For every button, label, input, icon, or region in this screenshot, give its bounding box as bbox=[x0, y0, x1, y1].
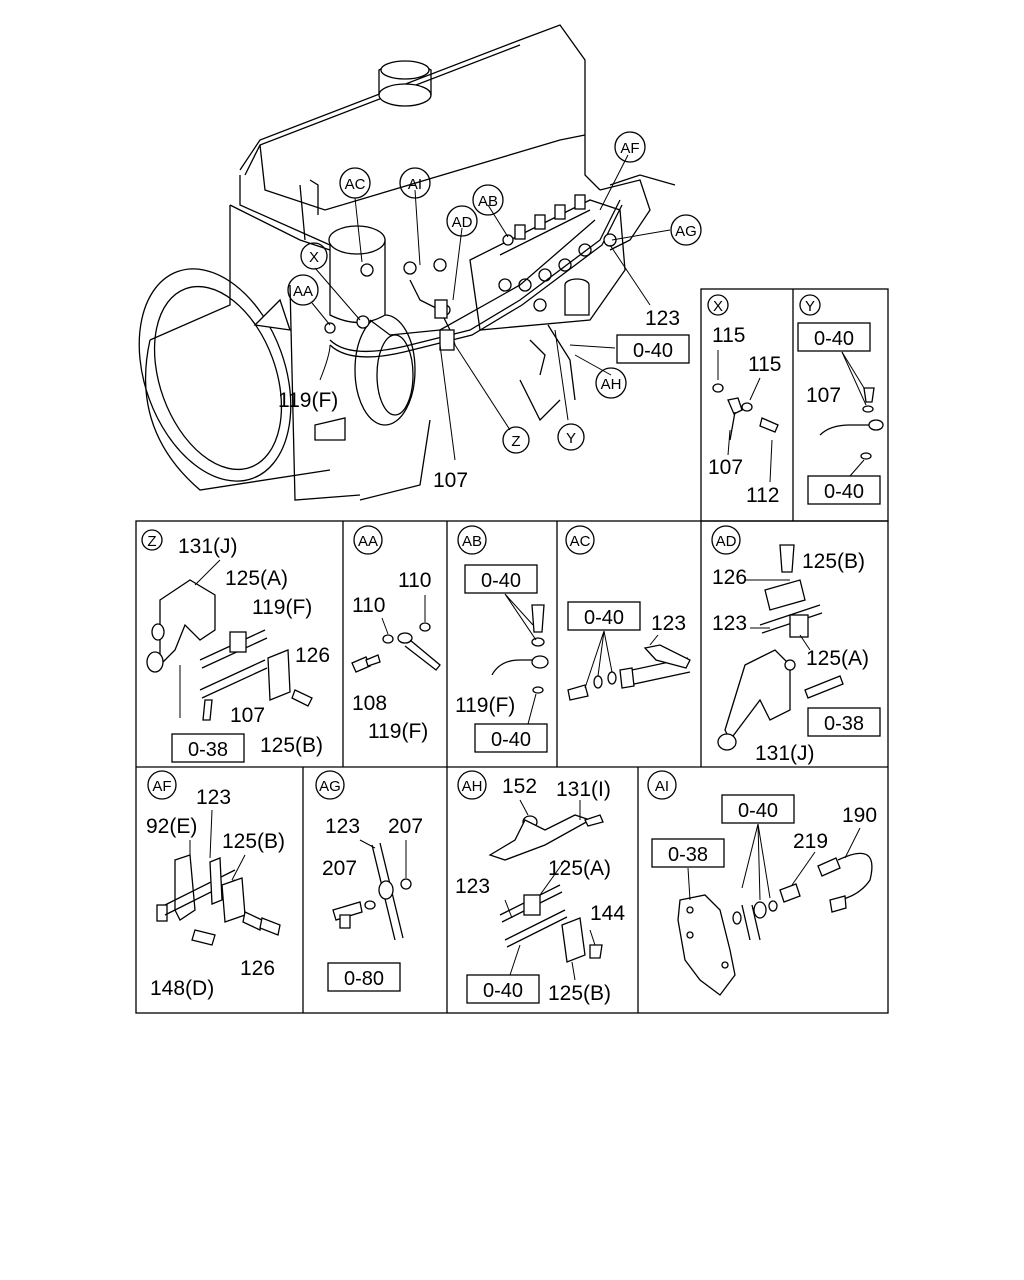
panel-ag: AG 123 207 207 0-80 bbox=[315, 770, 423, 992]
panel-ai: AI 0-40 190 219 0-38 bbox=[647, 770, 877, 996]
part-label: 112 bbox=[746, 484, 779, 507]
part-label: 123 bbox=[325, 815, 360, 838]
part-label: 115 bbox=[712, 324, 745, 347]
panel-ab: AB 0-40 119(F) 0-40 bbox=[455, 525, 549, 753]
ref-box: 0-40 bbox=[633, 340, 673, 362]
part-label: 123 bbox=[455, 875, 490, 898]
part-label: 125(B) bbox=[548, 982, 611, 1005]
panel-tag: AI bbox=[655, 778, 669, 795]
callout-z: Z bbox=[511, 433, 520, 450]
panel-aa: AA 110 110 108 119(F) bbox=[351, 525, 441, 743]
ref-box: 0-40 bbox=[483, 980, 523, 1002]
panel-tag: AC bbox=[570, 533, 591, 550]
callout-af: AF bbox=[620, 140, 639, 157]
part-label: 125(A) bbox=[548, 857, 611, 880]
part-label: 107 bbox=[230, 704, 265, 727]
callout-ad: AD bbox=[452, 214, 473, 231]
ref-box: 0-38 bbox=[188, 739, 228, 761]
part-label: 110 bbox=[352, 594, 385, 617]
part-label: 125(A) bbox=[225, 567, 288, 590]
callout-ah: AH bbox=[601, 376, 622, 393]
part-label: 126 bbox=[240, 957, 275, 980]
part-label: 107 bbox=[806, 384, 841, 407]
panel-tag: AA bbox=[358, 533, 378, 550]
panel-tag: X bbox=[713, 298, 723, 315]
part-label: 107 bbox=[433, 469, 468, 492]
part-label: 125(B) bbox=[222, 830, 285, 853]
ref-box: 0-40 bbox=[481, 570, 521, 592]
part-label: 207 bbox=[322, 857, 357, 880]
part-label: 126 bbox=[295, 644, 330, 667]
part-label: 119(F) bbox=[455, 694, 515, 717]
panel-tag: AF bbox=[152, 778, 171, 795]
part-label: 108 bbox=[352, 692, 387, 715]
panel-grid bbox=[135, 288, 889, 1014]
part-label: 131(J) bbox=[178, 535, 238, 558]
panel-ah: AH 152 131(I) 125(A) 123 144 125(B) 0-40 bbox=[455, 770, 625, 1005]
part-label: 152 bbox=[502, 775, 537, 798]
panel-af: AF 123 92(E) 125(B) 148(D) 126 bbox=[146, 770, 285, 1000]
part-label: 126 bbox=[712, 566, 747, 589]
part-label: 110 bbox=[398, 569, 431, 592]
ref-box: 0-40 bbox=[584, 607, 624, 629]
part-label: 123 bbox=[196, 786, 231, 809]
part-label: 107 bbox=[708, 456, 743, 479]
part-label: 115 bbox=[748, 353, 781, 376]
panel-z: Z 131(J) 125(A) 119(F) 126 107 125(B) 0-… bbox=[141, 529, 330, 763]
panel-tag: Z bbox=[147, 533, 156, 550]
ref-box: 0-38 bbox=[668, 844, 708, 866]
ref-box: 0-40 bbox=[738, 800, 778, 822]
part-label: 219 bbox=[793, 830, 828, 853]
ref-box: 0-40 bbox=[491, 729, 531, 751]
ref-box: 0-40 bbox=[814, 328, 854, 350]
part-label: 131(J) bbox=[755, 742, 815, 765]
part-label: 144 bbox=[590, 902, 625, 925]
part-label: 125(A) bbox=[806, 647, 869, 670]
callout-ai: AI bbox=[408, 176, 422, 193]
callout-ac: AC bbox=[345, 176, 366, 193]
ref-box: 0-40 bbox=[824, 481, 864, 503]
part-label: 131(I) bbox=[556, 778, 611, 801]
part-label: 119(F) bbox=[368, 720, 428, 743]
callout-x: X bbox=[309, 249, 319, 266]
part-label: 119(F) bbox=[252, 596, 312, 619]
panel-y: Y 0-40 107 0-40 bbox=[797, 294, 884, 505]
panel-tag: AB bbox=[462, 533, 482, 550]
engine-illustration bbox=[138, 24, 676, 501]
panel-tag: Y bbox=[805, 298, 815, 315]
ref-box: 0-80 bbox=[344, 968, 384, 990]
panel-tag: AH bbox=[462, 778, 483, 795]
ref-box: 0-38 bbox=[824, 713, 864, 735]
panel-tag: AG bbox=[319, 778, 341, 795]
panel-tag: AD bbox=[716, 533, 737, 550]
part-label: 190 bbox=[842, 804, 877, 827]
callout-y: Y bbox=[566, 430, 576, 447]
part-label: 92(E) bbox=[146, 815, 197, 838]
panel-ad: AD 126 125(B) 123 125(A) 131(J) 0-38 bbox=[711, 525, 881, 765]
part-label: 123 bbox=[645, 307, 680, 330]
part-label: 125(B) bbox=[260, 734, 323, 757]
callout-aa: AA bbox=[293, 283, 313, 300]
callout-ag: AG bbox=[675, 223, 697, 240]
part-label: 125(B) bbox=[802, 550, 865, 573]
callout-ab: AB bbox=[478, 193, 498, 210]
part-label: 207 bbox=[388, 815, 423, 838]
panel-x: X 115 115 107 112 bbox=[707, 294, 781, 507]
part-label: 123 bbox=[651, 612, 686, 635]
part-label: 148(D) bbox=[150, 977, 214, 1000]
panel-ac: AC 0-40 123 bbox=[565, 525, 691, 701]
part-label: 119(F) bbox=[278, 389, 338, 412]
part-label: 123 bbox=[712, 612, 747, 635]
engine-callouts: AC AI AB AD AF AG X AA AH Y Z 119(F) 107… bbox=[278, 131, 702, 492]
